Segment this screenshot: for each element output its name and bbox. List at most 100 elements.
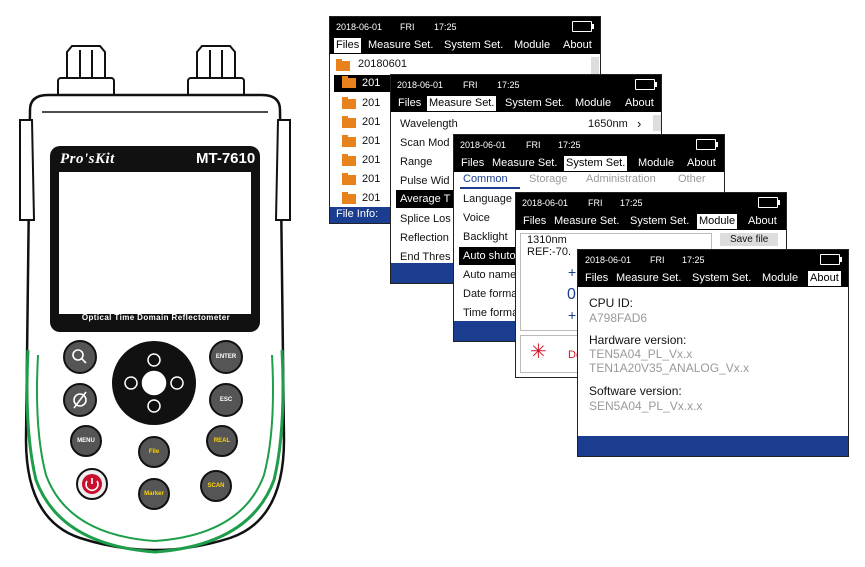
tab-about[interactable]: About [748, 215, 777, 227]
setting-row[interactable]: Splice Los [400, 213, 451, 225]
tab-system-set[interactable]: System Set. [692, 272, 752, 284]
menu-bar: Files Measure Set. System Set. Module Ab… [578, 269, 848, 287]
software-version-value: SEN5A04_PL_Vx.x.x [589, 399, 703, 413]
device-caption: Optical Time Domain Reflectometer [81, 313, 231, 322]
tab-files[interactable]: Files [523, 215, 547, 227]
chevron-right-icon: › [637, 116, 642, 131]
subtab-storage[interactable]: Storage [529, 173, 568, 185]
device-brand: Pro'sKit [60, 151, 115, 167]
tab-measure-set[interactable]: Measure Set. [616, 272, 682, 284]
setting-row[interactable]: Date forma [463, 288, 518, 300]
module-ref: REF:-70. [527, 246, 572, 258]
setting-row[interactable]: Pulse Wid [400, 175, 450, 187]
status-date: 2018-06-01 [397, 80, 444, 90]
tab-files[interactable]: Files [398, 97, 422, 109]
status-bar: 2018-06-01 FRI 17:25 [578, 250, 848, 269]
subtab-other[interactable]: Other [678, 173, 706, 185]
tab-measure-set[interactable]: Measure Set. [492, 157, 558, 169]
tab-module[interactable]: Module [575, 97, 612, 109]
tab-system-set[interactable]: System Set. [630, 215, 690, 227]
tab-files[interactable]: Files [585, 272, 609, 284]
tab-measure-set[interactable]: Measure Set. [368, 39, 434, 51]
hardware-version-value: TEN1A20V35_ANALOG_Vx.x [589, 361, 750, 375]
search-icon [72, 349, 84, 361]
file-row[interactable]: 201 [362, 135, 381, 147]
file-row[interactable]: 201 [362, 173, 381, 185]
tab-module[interactable]: Module [514, 39, 551, 51]
real-button[interactable]: REAL [213, 438, 231, 444]
menu-bar: Files Measure Set. System Set. Module Ab… [516, 212, 786, 230]
setting-row[interactable]: Range [400, 156, 433, 168]
tab-files[interactable]: Files [334, 38, 362, 53]
file-row[interactable]: 201 [362, 77, 381, 89]
scrollbar[interactable] [653, 115, 661, 131]
file-row[interactable]: 201 [362, 97, 381, 109]
tab-system-set[interactable]: System Set. [564, 156, 628, 171]
folder-icon [342, 116, 356, 128]
file-row[interactable]: 201 [362, 192, 381, 204]
tab-about[interactable]: About [808, 271, 841, 286]
status-time: 17:25 [497, 80, 520, 90]
setting-row[interactable]: End Thres [400, 251, 451, 263]
setting-row-selected[interactable] [396, 190, 466, 208]
setting-row[interactable]: Language [463, 193, 512, 205]
status-date: 2018-06-01 [460, 140, 507, 150]
subtab-underline [460, 187, 520, 189]
tab-system-set[interactable]: System Set. [444, 39, 504, 51]
setting-row[interactable]: Scan Mod [400, 137, 450, 149]
tab-system-set[interactable]: System Set. [505, 97, 565, 109]
menu-button[interactable]: MENU [77, 438, 95, 444]
menu-bar: Files Measure Set. System Set. Module Ab… [391, 94, 661, 112]
setting-row[interactable]: Average T [400, 193, 451, 205]
status-time: 17:25 [620, 198, 643, 208]
save-file-button[interactable]: Save file [720, 233, 779, 246]
file-row[interactable]: 201 [362, 116, 381, 128]
status-date: 2018-06-01 [585, 255, 632, 265]
enter-button[interactable]: ENTER [215, 354, 237, 360]
zero-icon [73, 393, 87, 407]
file-row[interactable]: 201 [362, 154, 381, 166]
status-day: FRI [400, 22, 415, 32]
tab-about[interactable]: About [625, 97, 654, 109]
setting-row-selected[interactable] [459, 247, 519, 265]
module-wavelength: 1310nm [527, 234, 567, 246]
tab-files[interactable]: Files [461, 157, 485, 169]
setting-row[interactable]: Reflection [400, 232, 449, 244]
scan-button[interactable]: SCAN [207, 483, 225, 489]
wavelength-value: 1650nm [588, 118, 628, 130]
status-bar: 2018-06-01 FRI 17:25 [516, 193, 786, 212]
menu-bar: Files Measure Set. System Set. Module Ab… [454, 154, 724, 172]
file-button[interactable]: File [148, 449, 160, 455]
battery-icon [696, 139, 718, 150]
wavelength-label[interactable]: Wavelength [400, 118, 458, 130]
setting-row[interactable]: Time forma [463, 307, 519, 319]
battery-icon [820, 254, 842, 265]
top-connectors [57, 45, 245, 99]
tab-module[interactable]: Module [638, 157, 675, 169]
battery-icon [758, 197, 780, 208]
tab-about[interactable]: About [687, 157, 716, 169]
marker-button[interactable]: Marker [144, 491, 164, 497]
subtab-common[interactable]: Common [463, 173, 508, 185]
tab-about[interactable]: About [563, 39, 592, 51]
footer-bar [578, 436, 848, 456]
tab-module[interactable]: Module [697, 214, 738, 229]
status-bar: 2018-06-01 FRI 17:25 [330, 17, 600, 36]
setting-row[interactable]: Backlight [463, 231, 508, 243]
setting-row[interactable]: Voice [463, 212, 490, 224]
file-row[interactable]: 20180601 [358, 58, 407, 70]
menu-bar: Files Measure Set. System Set. Module Ab… [330, 36, 600, 54]
setting-row[interactable]: Auto shuto [463, 250, 516, 262]
setting-row[interactable]: Auto name [463, 269, 517, 281]
tab-measure-set[interactable]: Measure Set. [554, 215, 620, 227]
increase-button[interactable]: + [568, 307, 577, 323]
increase-button[interactable]: + [568, 264, 577, 280]
esc-button[interactable]: ESC [219, 397, 233, 403]
hardware-version-value: TEN5A04_PL_Vx.x [589, 347, 693, 361]
device-illustration [19, 45, 291, 554]
file-info-label: File Info: [336, 208, 379, 220]
tab-measure-set[interactable]: Measure Set. [427, 96, 497, 111]
status-bar: 2018-06-01 FRI 17:25 [391, 75, 661, 94]
subtab-administration[interactable]: Administration [586, 173, 656, 185]
tab-module[interactable]: Module [762, 272, 799, 284]
